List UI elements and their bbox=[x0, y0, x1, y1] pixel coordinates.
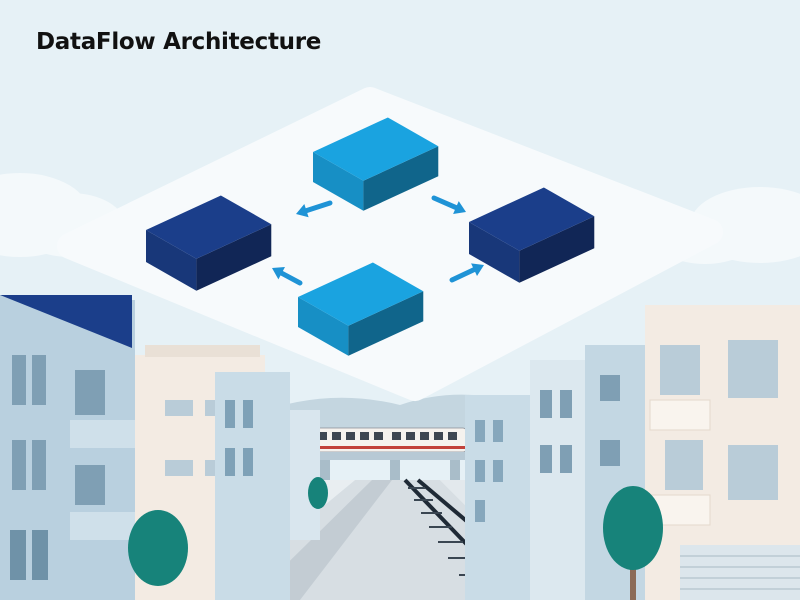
arrow-shaft bbox=[279, 270, 303, 286]
arrow-head bbox=[453, 201, 466, 215]
node-face-side bbox=[196, 224, 272, 291]
node-face-top bbox=[146, 195, 272, 259]
train bbox=[311, 427, 467, 453]
arrow-top-to-left bbox=[296, 200, 333, 218]
page-title: DataFlow Architecture bbox=[36, 29, 322, 55]
node-face-side bbox=[519, 216, 595, 283]
arrow-head bbox=[296, 203, 309, 218]
diagram-nodes bbox=[146, 117, 595, 356]
diagram-platform bbox=[57, 87, 723, 401]
arrow-top-to-right bbox=[431, 195, 466, 215]
node-face-top bbox=[469, 187, 595, 251]
buildings-left bbox=[0, 295, 328, 600]
buildings-right bbox=[465, 305, 800, 600]
node-face-side bbox=[363, 146, 439, 211]
arrow-head bbox=[272, 267, 286, 280]
railway-bridge bbox=[305, 452, 473, 486]
node-face-front bbox=[146, 230, 197, 291]
node-block-bottom bbox=[298, 262, 424, 356]
arrow-bottom-to-left bbox=[272, 267, 303, 286]
node-face-top bbox=[313, 117, 439, 181]
node-face-front bbox=[298, 297, 349, 356]
node-face-front bbox=[469, 222, 520, 283]
arrow-shaft bbox=[449, 267, 477, 283]
node-block-right bbox=[469, 187, 595, 283]
node-block-left bbox=[146, 195, 272, 291]
arrow-head bbox=[471, 263, 484, 277]
arrow-shaft bbox=[303, 200, 333, 214]
diagram-edges bbox=[272, 195, 484, 286]
arrow-shaft bbox=[431, 195, 459, 211]
node-face-top bbox=[298, 262, 424, 326]
node-face-side bbox=[348, 291, 424, 356]
arrow-bottom-to-right bbox=[449, 263, 484, 283]
node-block-top bbox=[313, 117, 439, 211]
node-face-front bbox=[313, 152, 364, 211]
